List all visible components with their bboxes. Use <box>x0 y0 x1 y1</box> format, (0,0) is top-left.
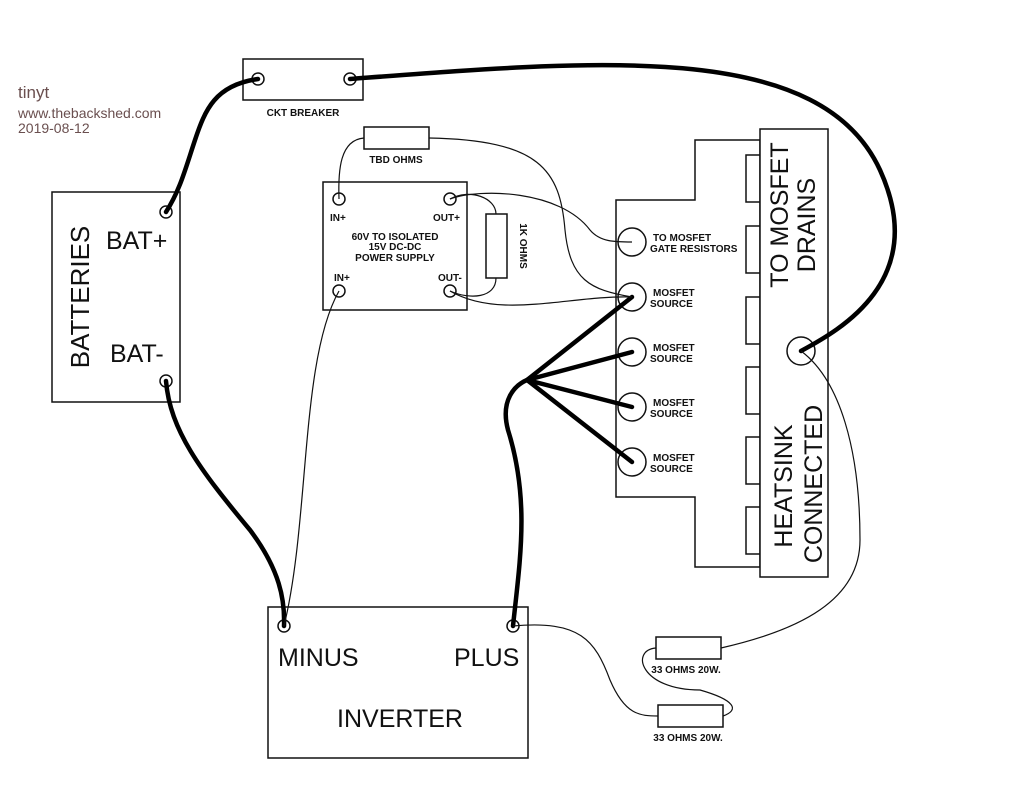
wire-hub-to-source-4 <box>524 377 635 465</box>
source-label-2: SOURCE <box>650 409 693 420</box>
1k-resistor-body <box>485 213 508 279</box>
heatsink-label-1: HEATSINK <box>770 424 798 547</box>
resistor-33-b-body <box>657 704 724 728</box>
mosfet-tab <box>745 506 761 555</box>
source-label-2: SOURCE <box>650 299 693 310</box>
mosfet-board: TO MOSFET GATE RESISTORS MOSFET SOURCE M… <box>615 139 761 568</box>
resistor-33-b: 33 OHMS 20W. <box>653 704 724 744</box>
watermark-user: tinyt <box>18 83 49 102</box>
1k-resistor-label: 1K OHMS <box>517 223 528 269</box>
breaker-label: CKT BREAKER <box>267 108 341 119</box>
wire-psu-in-to-tbd <box>338 137 365 200</box>
drains-label-1: TO MOSFET <box>766 142 794 287</box>
wire-hub-to-source-3 <box>524 377 635 410</box>
wire-psu-in-to-inverter-minus <box>283 290 340 627</box>
resistor-33-b-label: 33 OHMS 20W. <box>653 733 723 744</box>
gate-label-1: TO MOSFET <box>653 233 711 244</box>
power-supply-body <box>322 181 468 311</box>
resistor-33-a: 33 OHMS 20W. <box>651 636 722 676</box>
source-label-2: SOURCE <box>650 464 693 475</box>
resistor-33-a-label: 33 OHMS 20W. <box>651 665 721 676</box>
source-label-1: MOSFET <box>653 343 695 354</box>
inverter-title: INVERTER <box>337 705 463 733</box>
wire-1k-to-out-minus <box>449 277 497 297</box>
circuit-breaker: CKT BREAKER <box>242 58 364 119</box>
psu-line-3: POWER SUPPLY <box>355 253 435 264</box>
batteries: BATTERIES BAT+ BAT- <box>51 191 181 403</box>
resistor-33-a-body <box>655 636 722 660</box>
bat-plus-label: BAT+ <box>106 227 167 255</box>
bat-minus-label: BAT- <box>110 340 164 368</box>
watermark-date: 2019-08-12 <box>18 120 90 136</box>
wire-inverter-plus-to-33b <box>512 624 659 717</box>
psu-line-2: 15V DC-DC <box>369 242 422 253</box>
inverter: MINUS PLUS INVERTER <box>267 606 529 759</box>
batteries-title: BATTERIES <box>65 226 95 369</box>
source-label-1: MOSFET <box>653 398 695 409</box>
mosfet-tab <box>745 225 761 274</box>
mosfet-tab <box>745 296 761 345</box>
tbd-resistor-body <box>363 126 430 150</box>
wire-hub-to-source-2 <box>524 349 635 383</box>
psu-out-plus-label: OUT+ <box>433 213 460 224</box>
watermark-site: www.thebackshed.com <box>17 105 161 121</box>
tbd-resistor: TBD OHMS <box>363 126 430 166</box>
wire-out-minus-to-source <box>449 290 633 306</box>
mosfet-tab <box>745 154 761 203</box>
wire-tbd-to-source <box>428 137 633 298</box>
inverter-minus-label: MINUS <box>278 644 359 672</box>
wire-out-plus-to-gate <box>449 192 633 243</box>
wire-out-plus-to-1k <box>449 193 497 215</box>
psu-line-1: 60V TO ISOLATED <box>352 232 439 243</box>
heatsink: TO MOSFET DRAINS HEATSINK CONNECTED <box>759 128 829 578</box>
wire-bat-minus-to-inverter <box>163 378 287 629</box>
inverter-body <box>267 606 529 759</box>
source-label-1: MOSFET <box>653 288 695 299</box>
wire-33b-to-33a <box>641 647 733 717</box>
gate-label-2: GATE RESISTORS <box>650 244 738 255</box>
1k-resistor: 1K OHMS <box>485 213 528 279</box>
source-label-1: MOSFET <box>653 453 695 464</box>
source-label-2: SOURCE <box>650 354 693 365</box>
batteries-body <box>51 191 181 403</box>
psu-in-plus-top-label: IN+ <box>330 213 346 224</box>
drains-label-2: DRAINS <box>793 178 821 272</box>
inverter-plus-label: PLUS <box>454 644 519 672</box>
psu-out-minus-label: OUT- <box>438 273 462 284</box>
psu-in-plus-bottom-label: IN+ <box>334 273 350 284</box>
mosfet-tab <box>745 436 761 485</box>
dc-dc-power-supply: IN+ IN+ OUT+ OUT- 60V TO ISOLATED 15V DC… <box>322 181 468 311</box>
heatsink-label-2: CONNECTED <box>800 405 828 563</box>
tbd-resistor-label: TBD OHMS <box>369 155 423 166</box>
wire-breaker-to-heatsink <box>347 62 897 354</box>
mosfet-tab <box>745 366 761 415</box>
wire-inverter-plus-to-hub <box>503 377 530 629</box>
wire-bat-plus-to-breaker <box>163 76 261 215</box>
wire-hub-to-source-1 <box>524 294 635 383</box>
wire-33a-to-heatsink <box>720 350 861 649</box>
